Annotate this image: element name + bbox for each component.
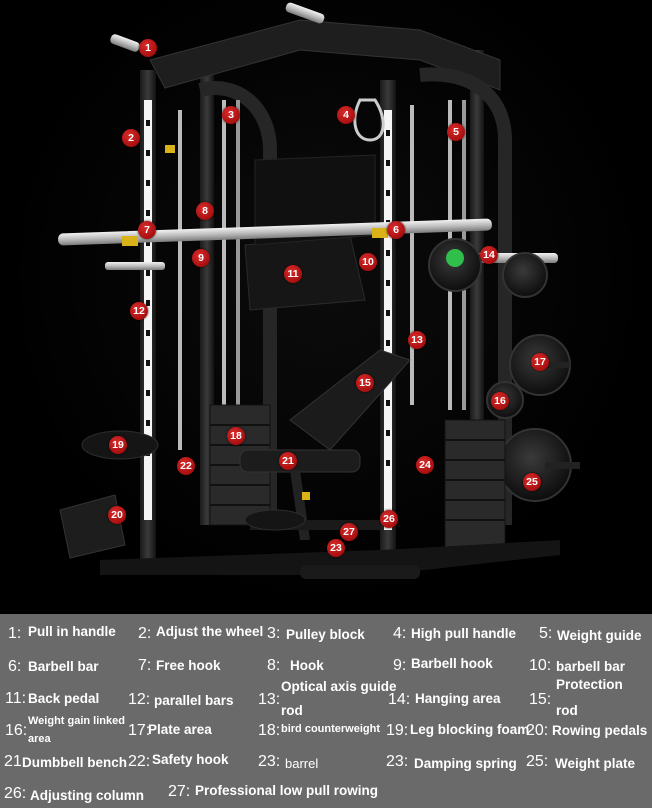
legend-number: 18: <box>258 722 281 739</box>
legend-number: 27: <box>168 783 191 800</box>
marker-7: 7 <box>138 221 156 239</box>
legend-label: Adjusting column <box>30 788 144 803</box>
legend-label: Safety hook <box>152 752 229 767</box>
legend-label: Leg blocking foam <box>410 722 530 737</box>
marker-10: 10 <box>359 253 377 271</box>
legend-label: Rowing pedals <box>552 723 648 738</box>
legend-label: High pull handle <box>411 626 516 641</box>
legend-label: Back pedal <box>28 691 100 706</box>
legend-label: barrel <box>285 756 319 771</box>
legend-number: 26: <box>4 785 27 802</box>
legend-label: Professional low pull rowing <box>195 783 379 798</box>
legend-label: Free hook <box>156 658 221 673</box>
legend-label: Pull in handle <box>28 624 116 639</box>
legend-label: Pulley block <box>286 627 365 642</box>
marker-25: 25 <box>523 473 541 491</box>
legend-number: 3: <box>267 625 281 642</box>
marker-9: 9 <box>192 249 210 267</box>
legend-number: 22: <box>128 753 151 770</box>
legend-number: 9: <box>393 657 407 674</box>
marker-1: 1 <box>139 39 157 57</box>
legend-label: Barbell hook <box>411 656 493 671</box>
smith-machine-illustration <box>58 2 580 579</box>
marker-19: 19 <box>109 436 127 454</box>
marker-27: 27 <box>340 523 358 541</box>
legend-label: Weight gain linked <box>28 715 125 727</box>
marker-18: 18 <box>227 427 245 445</box>
marker-14: 14 <box>480 246 498 264</box>
marker-16: 16 <box>491 392 509 410</box>
legend-number: 13: <box>258 691 281 708</box>
legend-number: 23: <box>386 753 409 770</box>
legend-number: 17: <box>128 722 151 739</box>
legend-label: Optical axis guide <box>281 679 397 694</box>
legend-label: rod <box>281 703 303 718</box>
legend-label: area <box>28 733 51 745</box>
legend-number: 15: <box>529 691 552 708</box>
legend-number: 2: <box>138 625 152 642</box>
marker-12: 12 <box>130 302 148 320</box>
legend-label: Adjust the wheel <box>156 624 264 639</box>
legend-label: Barbell bar <box>28 659 99 674</box>
marker-23: 23 <box>327 539 345 557</box>
legend-number: 20: <box>526 722 549 739</box>
marker-5: 5 <box>447 123 465 141</box>
legend-number: 14: <box>388 691 411 708</box>
marker-24: 24 <box>416 456 434 474</box>
legend-label: Protection <box>556 677 623 692</box>
marker-3: 3 <box>222 106 240 124</box>
marker-15: 15 <box>356 374 374 392</box>
legend-number: 12: <box>128 691 151 708</box>
legend-number: 21 <box>4 753 22 770</box>
legend-number: 16: <box>5 722 28 739</box>
legend-label: barbell bar <box>556 659 626 674</box>
legend-number: 23: <box>258 753 281 770</box>
marker-6: 6 <box>387 221 405 239</box>
legend-number: 5: <box>539 625 553 642</box>
legend-label: Dumbbell bench <box>22 755 128 770</box>
legend-number: 1: <box>8 625 22 642</box>
legend-number: 25: <box>526 753 549 770</box>
parts-legend: 1: Pull in handle 2: Adjust the wheel 3:… <box>0 614 652 808</box>
marker-22: 22 <box>177 457 195 475</box>
legend-number: 8: <box>267 657 281 674</box>
legend-label: Damping spring <box>414 756 517 771</box>
marker-17: 17 <box>531 353 549 371</box>
marker-8: 8 <box>196 202 214 220</box>
legend-label: Weight plate <box>555 756 636 771</box>
legend-number: 4: <box>393 625 407 642</box>
marker-20: 20 <box>108 506 126 524</box>
marker-13: 13 <box>408 331 426 349</box>
legend-number: 7: <box>138 657 152 674</box>
legend-label: parallel bars <box>154 693 234 708</box>
marker-2: 2 <box>122 129 140 147</box>
legend-label: Plate area <box>148 722 212 737</box>
marker-11: 11 <box>284 265 302 283</box>
marker-26: 26 <box>380 510 398 528</box>
legend-label: Hook <box>290 658 324 673</box>
legend-label: rod <box>556 703 578 718</box>
legend-label: Hanging area <box>415 691 501 706</box>
legend-number: 11: <box>5 690 27 707</box>
legend-label: Weight guide <box>557 628 642 643</box>
legend-number: 19: <box>386 722 409 739</box>
legend-number: 10: <box>529 657 552 674</box>
marker-4: 4 <box>337 106 355 124</box>
marker-21: 21 <box>279 452 297 470</box>
legend-number: 6: <box>8 658 22 675</box>
legend-label: bird counterweight <box>281 723 380 735</box>
product-photo: 1 2 3 4 5 6 7 8 9 10 11 12 13 14 15 16 1… <box>0 0 652 614</box>
